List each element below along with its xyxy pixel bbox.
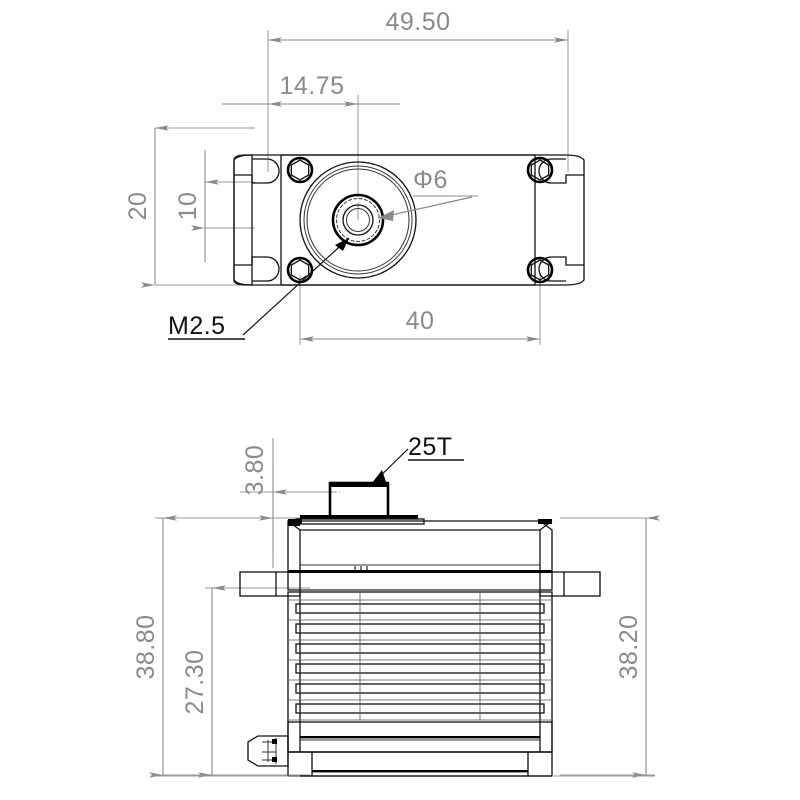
- callout-phi6-text: Φ6: [413, 166, 448, 194]
- output-spline-gear: [328, 481, 390, 520]
- dimension-38-20-text: 38.20: [615, 614, 643, 679]
- mounting-screw-top-right: [526, 156, 554, 184]
- dimension-20: 20: [124, 125, 169, 288]
- top-view-group: 49.50 14.75 20 10 40: [124, 8, 585, 345]
- dimension-38-80-text: 38.80: [132, 614, 160, 679]
- side-view-extension-lines: [155, 438, 655, 776]
- callout-25t: 25T: [368, 433, 464, 488]
- heatsink-fins: [288, 592, 552, 721]
- dimension-27-30-text: 27.30: [181, 649, 209, 714]
- spline-teeth-ring: [334, 196, 382, 244]
- dimension-40-text: 40: [406, 307, 435, 335]
- dimension-3-80-text: 3.80: [241, 445, 269, 496]
- dimension-3-80: 3.80: [241, 445, 287, 552]
- dimension-38-80: 38.80: [132, 515, 177, 778]
- dimension-14-75-text: 14.75: [279, 72, 344, 100]
- dimension-38-20: 38.20: [615, 515, 660, 778]
- dimension-49-50: 49.50: [268, 8, 568, 43]
- dimension-10: 10: [174, 150, 219, 262]
- mounting-screw-bottom-left: [286, 256, 314, 284]
- dimension-14-75: 14.75: [222, 72, 400, 107]
- dimension-40: 40: [300, 307, 540, 342]
- side-view-group: 3.80 38.80 27.30 38.20: [132, 433, 660, 778]
- callout-m25: M2.5: [168, 237, 350, 340]
- side-view-top-cap: [287, 515, 553, 573]
- callout-m25-text: M2.5: [168, 312, 226, 340]
- side-view-cable-connector: [247, 735, 289, 767]
- dimension-49-50-text: 49.50: [385, 8, 450, 36]
- callout-25t-text: 25T: [408, 433, 453, 461]
- dimension-10-text: 10: [174, 192, 202, 221]
- spline-teeth-lines: [336, 486, 380, 515]
- top-view-extension-lines: [155, 30, 569, 345]
- side-view-mounting-flanges: [239, 570, 601, 597]
- dimension-20-text: 20: [124, 192, 152, 221]
- side-view-heatsink: [287, 591, 553, 777]
- callout-phi6: Φ6: [377, 166, 478, 221]
- mounting-screw-bottom-right: [526, 256, 554, 284]
- dimension-27-30: 27.30: [181, 585, 226, 778]
- top-view-body: [233, 154, 585, 286]
- mounting-screw-top-left: [286, 156, 314, 184]
